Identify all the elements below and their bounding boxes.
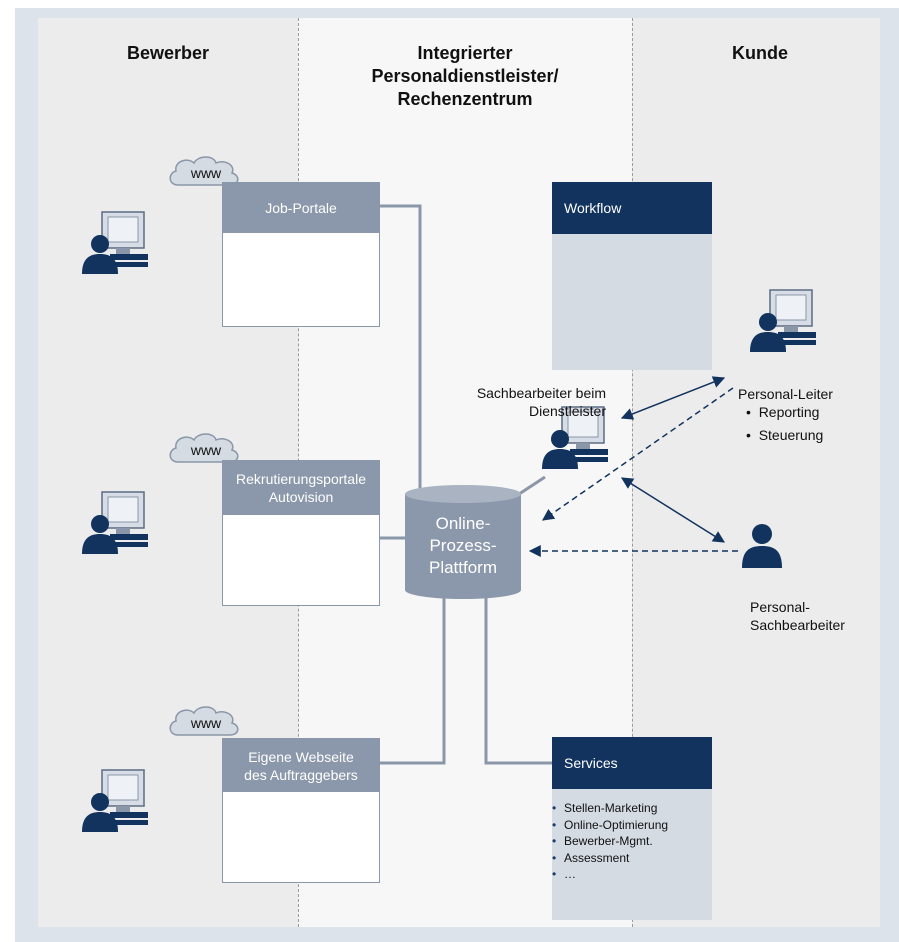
- portal-title: Rekrutierungsportale Autovision: [223, 461, 379, 515]
- services-item: Bewerber-Mgmt.: [552, 833, 668, 850]
- arrow-leiter-plattform: [542, 387, 734, 521]
- www-label: www: [190, 715, 222, 731]
- personal-leiter-label: Personal-Leiter: [738, 386, 833, 402]
- portal-title: Job-Portale: [223, 183, 379, 233]
- user-computer-icon: [81, 769, 149, 833]
- personal-sachbearbeiter-label: Personal-Sachbearbeiter: [750, 599, 845, 633]
- header-bewerber: Bewerber: [126, 43, 210, 63]
- connector-services: [484, 594, 552, 765]
- user-computer-icon: [81, 211, 149, 275]
- arrow-personal-sachbearbeiter: [620, 477, 726, 543]
- column-divider-right: [632, 18, 633, 927]
- workflow-title: Workflow: [552, 182, 712, 234]
- sachbearbeiter-dienstleister-label: Sachbearbeiter beim Dienstleister: [476, 385, 606, 419]
- www-label: www: [190, 165, 222, 181]
- connector-job-portale: [380, 204, 422, 494]
- user-computer-icon: [81, 491, 149, 555]
- services-item: Assessment: [552, 850, 668, 867]
- services-item: Stellen-Marketing: [552, 800, 668, 817]
- portal-title: Eigene Webseite des Auftraggebers: [223, 739, 379, 792]
- portal-box-webseite: Eigene Webseite des Auftraggebers: [222, 738, 380, 883]
- workflow-box: Workflow: [552, 182, 712, 370]
- services-item: Online-Optimierung: [552, 817, 668, 834]
- portal-box-job-portale: Job-Portale: [222, 182, 380, 327]
- services-list: Stellen-Marketing Online-Optimierung Bew…: [552, 800, 668, 883]
- services-title: Services: [552, 737, 712, 789]
- database-label: Online-Prozess-Plattform: [428, 514, 498, 577]
- personal-leiter-item: • Reporting: [746, 404, 820, 420]
- personal-leiter-computer-icon: [749, 289, 817, 353]
- header-dienstleister: Integrierter Personaldienstleister/ Rech…: [371, 43, 559, 109]
- services-item: …: [552, 866, 668, 883]
- personal-leiter-item: • Steuerung: [746, 427, 824, 443]
- connector-webseite: [380, 594, 446, 765]
- personal-sachbearbeiter-person-icon: [742, 524, 782, 568]
- www-label: www: [190, 442, 222, 458]
- portal-box-rekrutierung: Rekrutierungsportale Autovision: [222, 460, 380, 606]
- header-kunde: Kunde: [732, 43, 788, 63]
- arrow-leiter-sachbearbeiter: [620, 376, 726, 420]
- database-icon: [405, 485, 521, 599]
